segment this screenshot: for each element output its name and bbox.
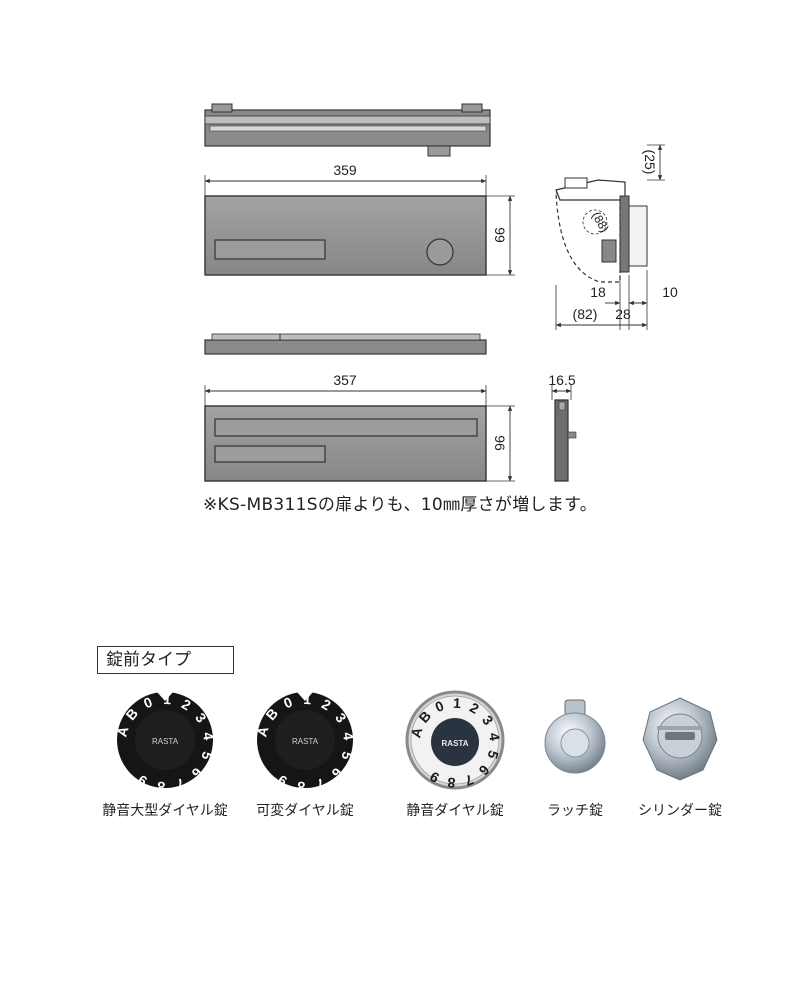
dial-digit: 1 bbox=[453, 695, 462, 711]
latch-lock-icon bbox=[544, 699, 606, 774]
dim-height-96: 96 bbox=[492, 435, 508, 451]
dim-18: 18 bbox=[590, 284, 606, 300]
lock-item-cylinder: シリンダー錠 bbox=[615, 688, 745, 828]
door-front-view-upper: 359 99 bbox=[204, 162, 515, 276]
door-top-profile-view bbox=[204, 103, 491, 157]
dial-digit: 4 bbox=[200, 731, 217, 741]
dial-digit: A bbox=[113, 725, 131, 739]
lock-item-latch: ラッチ錠 bbox=[510, 688, 640, 828]
technical-drawing: 359 99 (88) (25) 18 10 (82) 28 bbox=[204, 103, 678, 482]
lock-label: 静音ダイヤル錠 bbox=[406, 803, 504, 819]
door-front-view-lower: 357 96 bbox=[204, 372, 515, 482]
dim-82: (82) bbox=[573, 306, 598, 322]
dial-brand: RASTA bbox=[152, 737, 179, 746]
dial-digit: 8 bbox=[296, 779, 305, 793]
dim-10: 10 bbox=[662, 284, 678, 300]
dial-digit: 4 bbox=[486, 732, 503, 742]
lock-label: ラッチ錠 bbox=[547, 803, 603, 819]
dial-digit: 1 bbox=[163, 691, 172, 707]
dial-digit: A bbox=[407, 726, 425, 740]
lock-label: シリンダー錠 bbox=[638, 803, 722, 819]
dial-brand: RASTA bbox=[442, 739, 469, 748]
thickness-note: ※KS-MB311Sの扉よりも、10㎜厚さが増します。 bbox=[202, 495, 598, 515]
cylinder-lock-icon bbox=[642, 697, 718, 781]
dial-digit: 8 bbox=[156, 779, 165, 793]
lock-type-heading: 錠前タイプ bbox=[97, 646, 234, 674]
door-side-view-lower: 16.5 bbox=[548, 372, 577, 482]
dial-digit: 1 bbox=[303, 691, 312, 707]
dial-digit: 4 bbox=[340, 731, 357, 741]
dim-width-359: 359 bbox=[333, 162, 357, 178]
dim-16-5: 16.5 bbox=[548, 372, 575, 388]
dim-25: (25) bbox=[642, 150, 658, 175]
dim-height-99: 99 bbox=[492, 227, 508, 243]
lock-label: 可変ダイヤル錠 bbox=[256, 803, 354, 819]
door-side-view-upper: (88) (25) 18 10 (82) 28 bbox=[555, 144, 678, 330]
dial-digit: A bbox=[253, 725, 271, 739]
dim-28: 28 bbox=[615, 306, 631, 322]
lock-label: 静音大型ダイヤル錠 bbox=[102, 803, 228, 819]
door-top-profile-view-lower bbox=[204, 333, 487, 355]
dial-digit: 8 bbox=[447, 775, 456, 792]
dim-width-357: 357 bbox=[333, 372, 357, 388]
dial-brand: RASTA bbox=[292, 737, 319, 746]
